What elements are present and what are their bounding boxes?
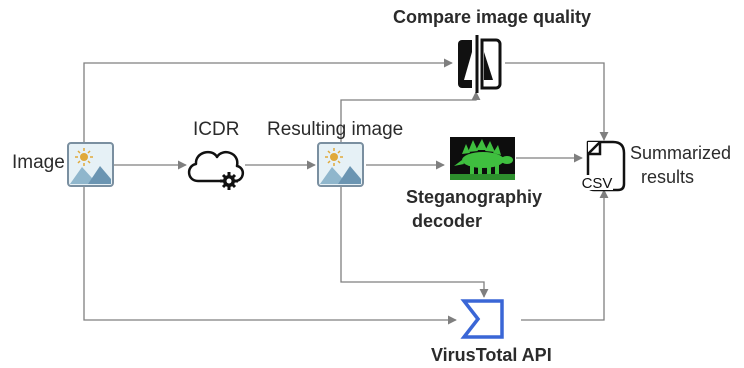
- cloud-gear-icon: [187, 150, 244, 190]
- edge-compare-to-summary: [505, 62, 609, 141]
- csv-file-icon: CSV: [581, 140, 626, 192]
- compare-icon: [458, 35, 502, 93]
- edge-image-to-virustotal: [83, 187, 457, 325]
- edge-result-to-compare: [340, 91, 481, 143]
- compare-quality-label: Compare image quality: [393, 7, 592, 27]
- stego-label-line2: decoder: [412, 211, 483, 231]
- summarized-label-line1: Summarized: [630, 143, 732, 163]
- stego-label-line1: Steganographiy: [406, 187, 543, 207]
- sigma-icon: [460, 299, 504, 339]
- icdr-label: ICDR: [193, 119, 240, 140]
- resulting-image-icon: [317, 142, 364, 187]
- virustotal-label: VirusTotal API: [431, 345, 552, 365]
- summarized-label-line2: results: [641, 167, 695, 187]
- csv-label: CSV: [582, 175, 613, 192]
- input-image-icon: [67, 142, 114, 187]
- edge-virustotal-to-summary: [521, 189, 609, 321]
- edge-result-to-virustotal: [340, 187, 489, 298]
- stegosaurus-icon: [450, 137, 515, 180]
- resulting-image-label: Resulting image: [267, 119, 404, 140]
- image-label: Image: [12, 152, 65, 173]
- edge-image-to-compare: [83, 58, 453, 148]
